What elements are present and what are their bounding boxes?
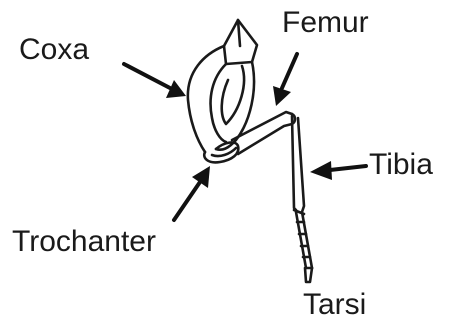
coxa-label: Coxa — [19, 35, 89, 65]
tibia-label: Tibia — [369, 150, 433, 180]
arrow-tibia — [310, 161, 366, 180]
trochanter-segment — [204, 142, 238, 162]
tarsi-label: Tarsi — [303, 290, 366, 320]
tibia-segment — [292, 116, 304, 214]
femur-label: Femur — [282, 8, 369, 38]
tarsi-segment — [296, 212, 312, 282]
arrow-femur — [273, 54, 297, 106]
trochanter-label: Trochanter — [12, 227, 156, 257]
arrow-coxa — [124, 64, 186, 98]
arrow-trochanter — [174, 166, 210, 220]
